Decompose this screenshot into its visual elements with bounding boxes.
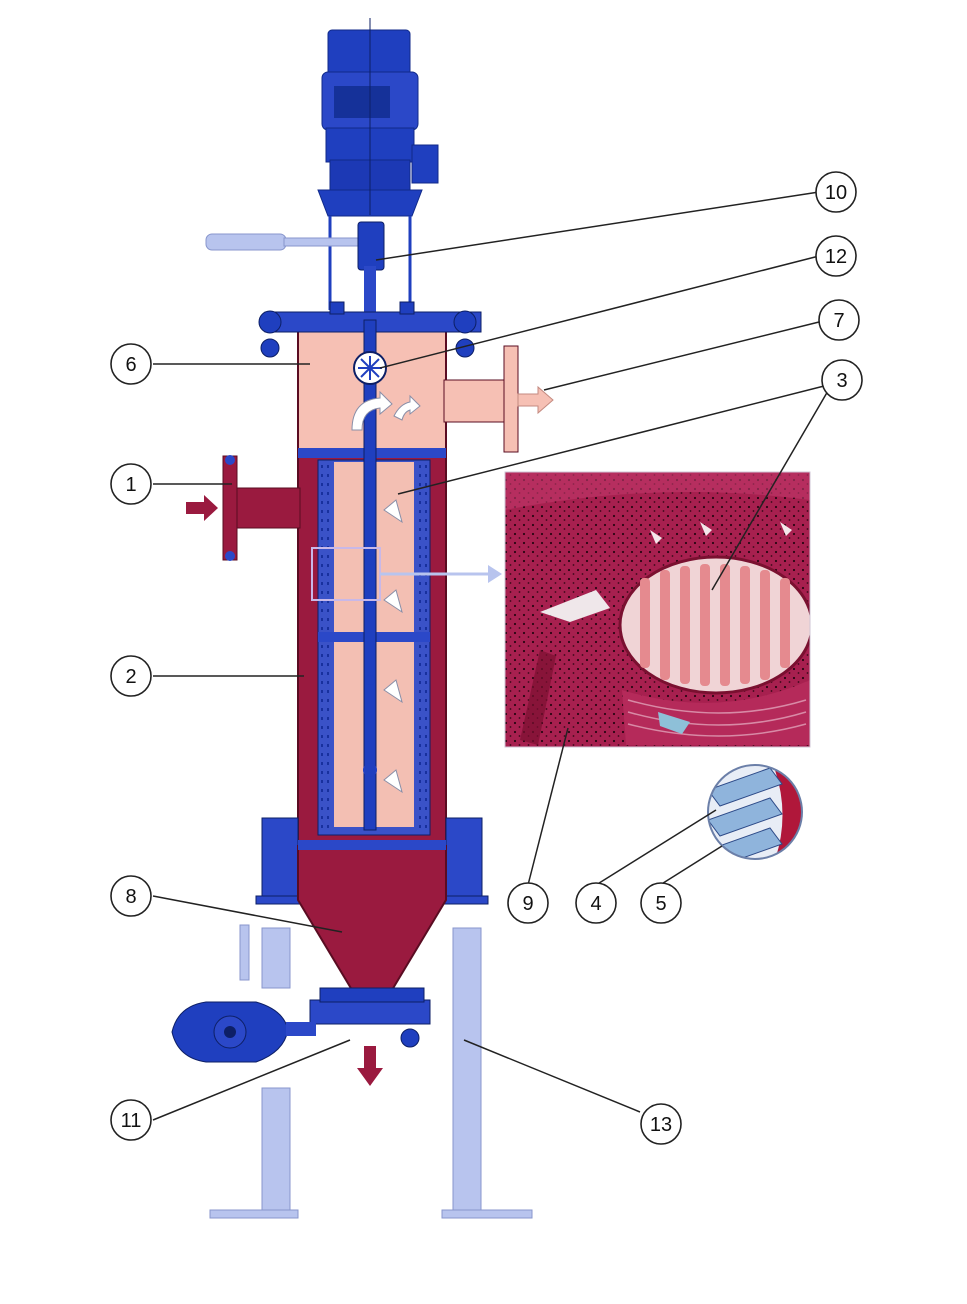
dirt-collector-cone bbox=[297, 845, 447, 991]
callout-13 bbox=[640, 1103, 682, 1145]
callout-label-6: 6 bbox=[125, 354, 136, 376]
callout-label-2: 2 bbox=[125, 666, 136, 688]
hydraulic-motor bbox=[353, 351, 387, 385]
callout-8 bbox=[110, 875, 152, 917]
callouts bbox=[110, 171, 863, 1145]
callout-10 bbox=[815, 171, 857, 213]
inlet-arrow-icon bbox=[186, 495, 218, 521]
callout-label-9: 9 bbox=[522, 893, 533, 915]
callout-6 bbox=[110, 343, 152, 385]
leg-right bbox=[452, 927, 482, 1217]
flushing-valve bbox=[171, 987, 431, 1086]
callout-label-13: 13 bbox=[650, 1114, 672, 1136]
callout-9 bbox=[507, 882, 549, 924]
outlet-pipe bbox=[443, 345, 554, 453]
drain-arrow-icon bbox=[357, 1046, 383, 1086]
drive-shaft-upper bbox=[364, 266, 376, 326]
shaft-coupling bbox=[357, 221, 385, 271]
callout-7 bbox=[818, 299, 860, 341]
callout-labels: 1 2 3 4 5 6 7 8 9 10 11 12 13 bbox=[121, 182, 848, 1136]
callout-label-4: 4 bbox=[590, 893, 601, 915]
callout-label-11: 11 bbox=[121, 1110, 142, 1132]
callout-label-10: 10 bbox=[825, 182, 847, 204]
callout-12 bbox=[815, 235, 857, 277]
suction-scanner bbox=[363, 319, 377, 831]
callout-label-5: 5 bbox=[655, 893, 666, 915]
callout-2 bbox=[110, 655, 152, 697]
callout-5 bbox=[640, 882, 682, 924]
callout-4 bbox=[575, 882, 617, 924]
leg-left-lower bbox=[261, 1087, 291, 1217]
flow-arrows bbox=[351, 390, 421, 794]
support-legs bbox=[209, 924, 533, 1219]
mounting-brackets bbox=[255, 817, 489, 905]
scanner-nozzle-grid bbox=[640, 564, 790, 686]
callout-label-1: 1 bbox=[125, 474, 136, 496]
foot-right bbox=[441, 1209, 533, 1219]
foot-left bbox=[209, 1209, 299, 1219]
lantern-frame bbox=[205, 216, 412, 326]
sensor-rod bbox=[239, 924, 250, 981]
leader-lines bbox=[152, 191, 833, 1121]
screen-mesh-marks bbox=[321, 465, 427, 830]
callout-label-12: 12 bbox=[825, 246, 847, 268]
flange-bolts bbox=[258, 301, 477, 358]
drive-motor bbox=[317, 18, 439, 217]
callout-label-7: 7 bbox=[833, 310, 844, 332]
wedge-wire-zoom bbox=[707, 764, 803, 860]
callout-label-3: 3 bbox=[836, 370, 847, 392]
inlet-pipe bbox=[186, 455, 301, 561]
callout-1 bbox=[110, 463, 152, 505]
outlet-arrow-icon bbox=[517, 385, 554, 415]
suction-nozzles bbox=[363, 555, 377, 777]
screen-detail-view bbox=[505, 472, 810, 747]
callout-11 bbox=[110, 1099, 152, 1141]
callout-3 bbox=[821, 359, 863, 401]
callout-label-8: 8 bbox=[125, 886, 136, 908]
leg-left-upper bbox=[261, 927, 291, 989]
detail-pointer-arrow bbox=[488, 565, 502, 583]
handwheel-lever bbox=[205, 233, 287, 251]
